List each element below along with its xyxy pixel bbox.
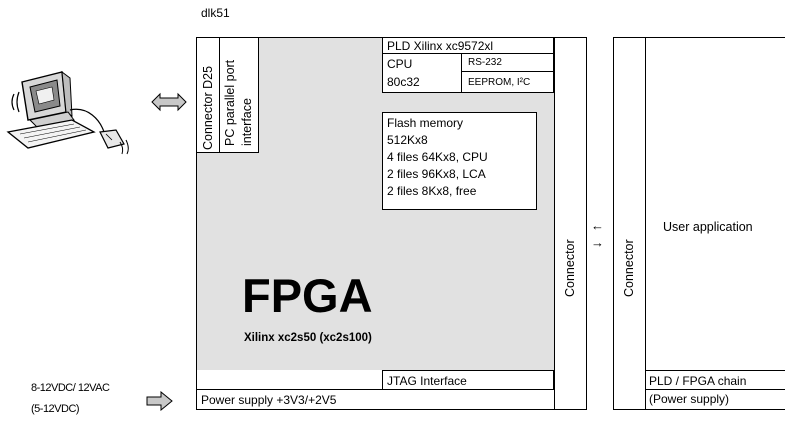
user-power-supply-label: (Power supply)	[649, 392, 729, 406]
flash-memory-block: Flash memory 512Kx8 4 files 64Kx8, CPU 2…	[382, 112, 537, 210]
power-supply-label: Power supply +3V3/+2V5	[201, 393, 336, 407]
pc-parallel-line1: PC parallel port	[223, 60, 237, 146]
user-connector-label: Connector	[622, 239, 636, 297]
cpu-label: CPU	[387, 57, 412, 71]
jtag-label: JTAG Interface	[387, 374, 467, 388]
power-arrow-icon	[145, 391, 175, 411]
double-arrow-icon	[150, 92, 190, 112]
flash-line-3: 4 files 64Kx8, CPU	[387, 150, 488, 164]
board-connector: Connector	[554, 37, 587, 410]
pc-parallel-port-interface: PC parallel port interface	[219, 37, 259, 153]
connector-d25-label: Connector D25	[201, 66, 215, 150]
user-application-label: User application	[663, 220, 753, 234]
flash-line-4: 2 files 96Kx8, LCA	[387, 167, 486, 181]
flash-line-2: 512Kx8	[387, 133, 428, 147]
fpga-subtitle: Xilinx xc2s50 (xc2s100)	[244, 331, 372, 345]
user-board-connector: Connector	[613, 37, 646, 410]
cpu-block: CPU 80c32	[382, 53, 462, 93]
pld-fpga-chain-label: PLD / FPGA chain	[649, 374, 746, 388]
rs232-block: RS-232	[461, 53, 554, 72]
left-arrow-icon: ←	[591, 219, 604, 232]
pc-parallel-line2: interface	[240, 98, 254, 146]
power-supply-block: Power supply +3V3/+2V5	[196, 389, 555, 410]
flash-line-5: 2 files 8Kx8, free	[387, 184, 476, 198]
diagram-title: dlk51	[201, 6, 230, 20]
jtag-interface: JTAG Interface	[382, 370, 554, 390]
power-input-voltage: 8-12VDC/ 12VAC	[31, 381, 109, 395]
connector-d25: Connector D25	[196, 37, 220, 153]
pld-fpga-chain: PLD / FPGA chain	[645, 370, 785, 390]
eeprom-block: EEPROM, I²C	[461, 71, 554, 93]
right-arrow-icon: →	[591, 236, 604, 249]
computer-icon	[0, 60, 150, 220]
board-connector-label: Connector	[563, 239, 577, 297]
power-input-range: (5-12VDC)	[31, 402, 79, 416]
eeprom-label: EEPROM, I²C	[468, 76, 530, 90]
cpu-model: 80c32	[387, 75, 420, 89]
fpga-title: FPGA	[242, 271, 373, 321]
rs232-label: RS-232	[468, 56, 502, 70]
pld-block: PLD Xilinx xc9572xl	[382, 37, 554, 54]
pld-label: PLD Xilinx xc9572xl	[387, 39, 493, 53]
flash-line-1: Flash memory	[387, 116, 463, 130]
